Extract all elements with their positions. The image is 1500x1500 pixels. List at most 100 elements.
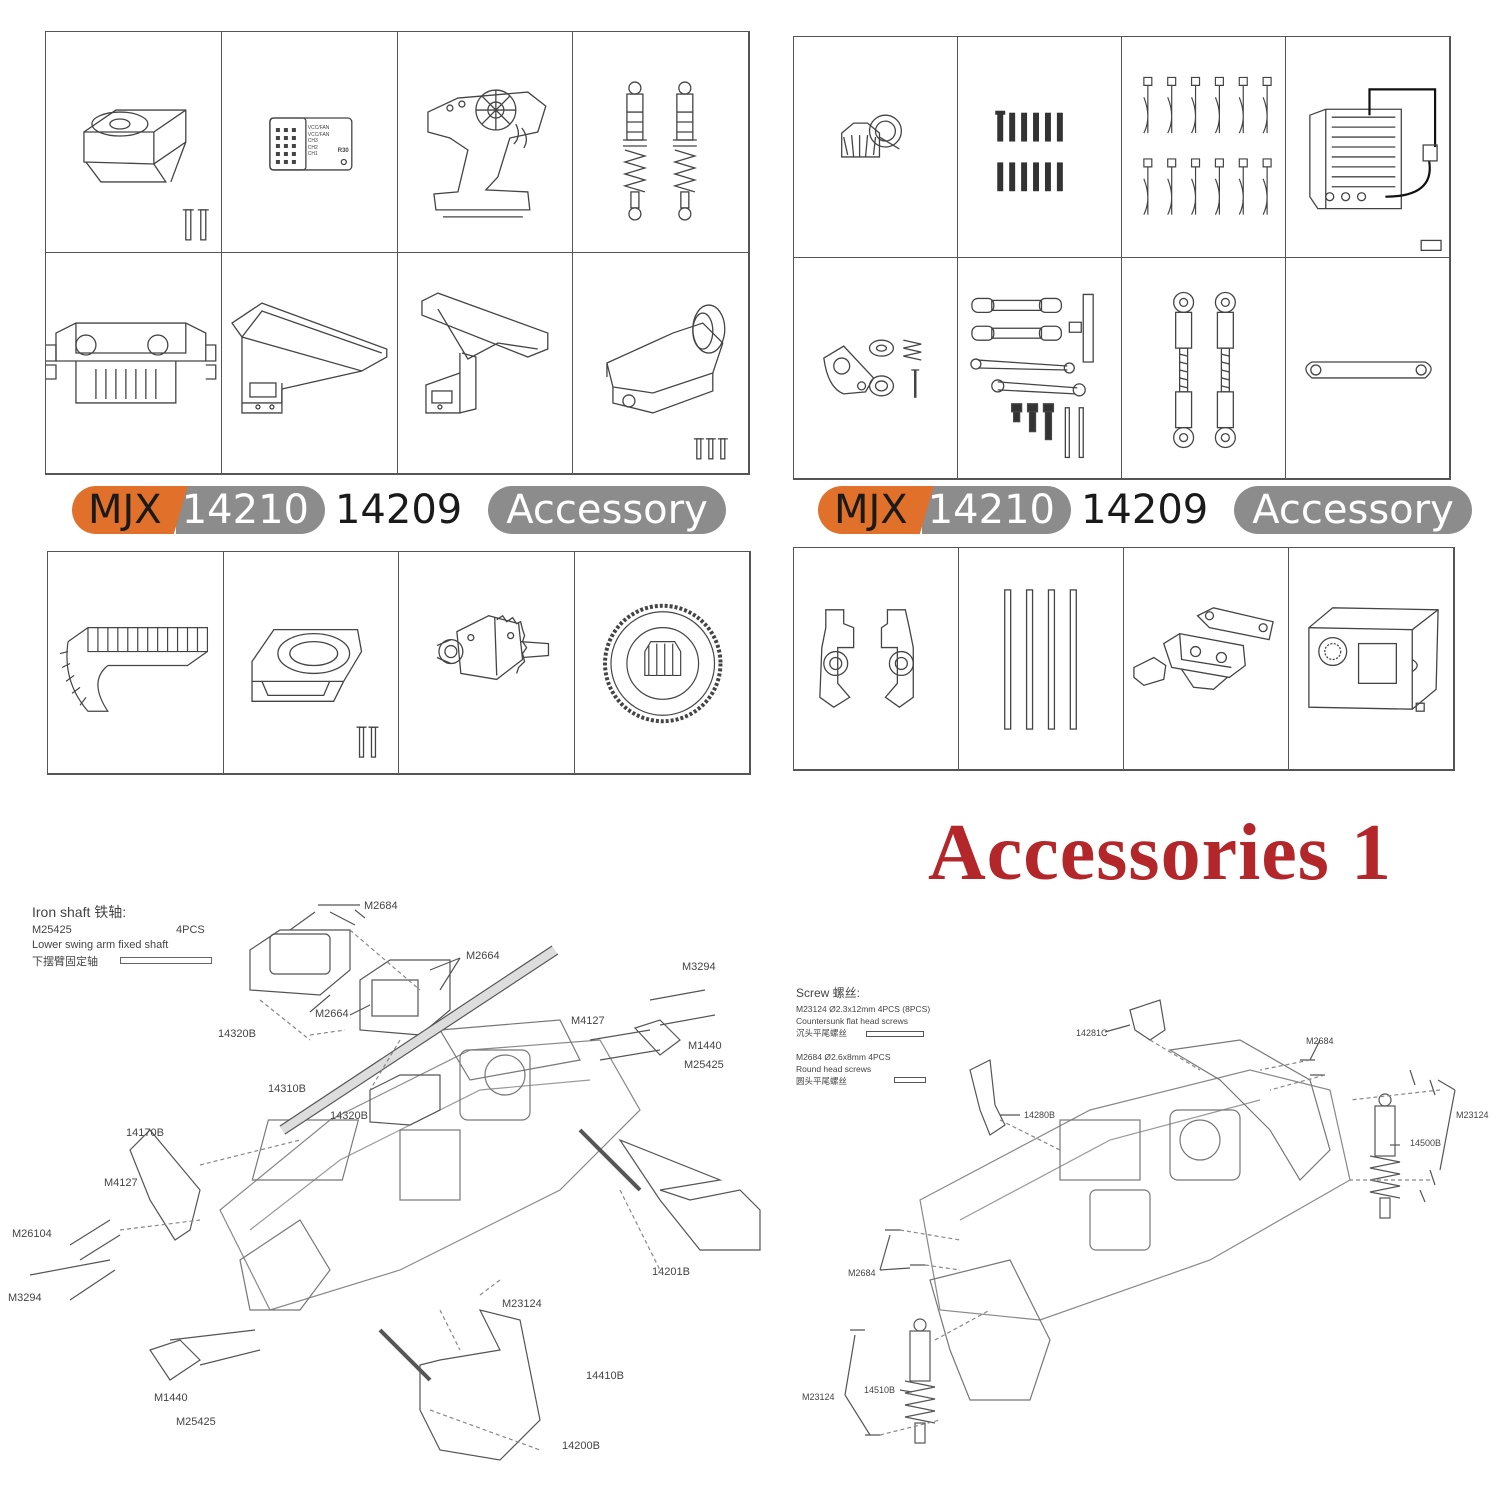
- iron-shaft-desc-cn: 下摆臂固定轴: [32, 956, 98, 968]
- chassis-rear-exploded-icon: [844, 999, 1456, 1444]
- screw-note-line2: Countersunk flat head screws: [796, 1016, 908, 1026]
- receiver-channel-labels: VCC/FAN VCC/FAN CH3 CH2 CH1: [307, 125, 330, 157]
- cell-wheelie-bar: [573, 253, 749, 474]
- spur-gear-icon: [602, 603, 722, 724]
- cell-fan-housing: [223, 552, 399, 774]
- rear-hub-carriers-icon: [819, 609, 914, 708]
- shock-absorbers-icon: [622, 81, 698, 221]
- servo-saver-icon: [823, 339, 922, 398]
- arm-mounts-icon: [1133, 607, 1274, 690]
- screw-note-line4: M2684 Ø2.6x8mm 4PCS: [796, 1052, 891, 1062]
- receiver-icon: [269, 117, 353, 171]
- part-label: M2684: [1306, 1036, 1334, 1046]
- part-label: M26104: [12, 1228, 52, 1240]
- parts-grid-middle-left: [47, 551, 751, 775]
- screw-note-line6: 圆头平尾螺丝: [796, 1076, 848, 1086]
- exploded-diagram-rear: Screw 螺丝: M23124 Ø2.3x12mm 4PCS (8PCS) C…: [790, 980, 1500, 1490]
- differential-icon: [436, 614, 550, 681]
- parts-grid-top-right: [793, 36, 1451, 480]
- steering-links-icon: [970, 293, 1094, 459]
- brand-name: MJX: [818, 486, 934, 534]
- wheelie-bar-icon: [606, 304, 729, 460]
- receiver-model-label: R30: [337, 148, 349, 154]
- part-label: M23124: [1456, 1110, 1489, 1120]
- cell-transmitter: [397, 32, 574, 253]
- part-label: 14410B: [586, 1370, 624, 1382]
- part-label: 14201B: [652, 1266, 690, 1278]
- cell-esc: [1286, 37, 1450, 258]
- front-body-mount-icon: [420, 292, 548, 414]
- motor-heatsink-icon: [59, 627, 209, 712]
- cell-screws: [958, 37, 1122, 258]
- exploded-diagram-front: Iron shaft 铁轴: M25425 4PCS Lower swing a…: [0, 890, 790, 1490]
- turnbuckles-icon: [1173, 291, 1236, 449]
- cell-motor-heatsink: [48, 552, 224, 774]
- part-label: M2664: [466, 950, 500, 962]
- model-secondary: 14209: [334, 487, 463, 533]
- cooling-fan-icon: [83, 109, 209, 241]
- part-label: M2684: [364, 900, 398, 912]
- part-label: 14281C: [1076, 1028, 1108, 1038]
- part-label: 14200B: [562, 1440, 600, 1452]
- part-label: M4127: [104, 1177, 138, 1189]
- accessory-pill: Accessory: [1234, 486, 1472, 534]
- screw-note-line5: Round head screws: [796, 1064, 872, 1074]
- cell-servo-saver: [794, 258, 958, 479]
- brand-pill: MJX 14210: [818, 486, 1071, 534]
- cell-shock-absorbers: [573, 32, 749, 253]
- part-label: 14500B: [1410, 1138, 1442, 1148]
- cell-shafts: [959, 548, 1124, 770]
- cell-arm-mounts: [1124, 548, 1289, 770]
- page-title: Accessories 1: [928, 809, 1392, 897]
- brand-pill: MJX 14210: [72, 486, 325, 534]
- iron-shaft-qty: 4PCS: [176, 924, 205, 936]
- accessory-pill: Accessory: [488, 486, 726, 534]
- parts-grid-top-left: VCC/FAN VCC/FAN CH3 CH2 CH1 R30: [45, 31, 750, 475]
- cell-body-clips: [1122, 37, 1286, 258]
- model-primary: 14210: [921, 486, 1071, 534]
- part-label: M3294: [8, 1292, 42, 1304]
- cell-drive-cup: [794, 37, 958, 258]
- countersunk-screw-drawing: [866, 1031, 924, 1037]
- cell-turnbuckles: [1122, 258, 1286, 479]
- shafts-icon: [1004, 589, 1077, 730]
- screw-note-line1: M23124 Ø2.3x12mm 4PCS (8PCS): [796, 1004, 931, 1014]
- banner-right: MJX 14210 14209 Accessory: [818, 486, 1472, 534]
- part-label: 14310B: [268, 1083, 306, 1095]
- front-bumper-icon: [46, 322, 217, 404]
- part-label: M4127: [571, 1015, 605, 1027]
- part-label: M25425: [176, 1416, 216, 1428]
- part-label: 14170B: [126, 1127, 164, 1139]
- part-label: M2664: [315, 1008, 349, 1020]
- brand-name: MJX: [72, 486, 188, 534]
- drive-cup-icon: [841, 114, 902, 158]
- screws-icon: [995, 110, 1063, 192]
- model-primary: 14210: [175, 486, 325, 534]
- part-label: M25425: [684, 1059, 724, 1071]
- cell-front-bumper: [46, 253, 222, 474]
- part-label: 14280B: [1024, 1110, 1056, 1120]
- cell-spur-gear: [574, 552, 750, 774]
- screw-note-title: Screw 螺丝:: [796, 986, 861, 1000]
- parts-grid-middle-right: [793, 547, 1455, 771]
- part-label: 14510B: [864, 1385, 896, 1395]
- servo-icon: [1308, 607, 1439, 712]
- banner-left: MJX 14210 14209 Accessory: [72, 486, 726, 534]
- part-label: M1440: [688, 1040, 722, 1052]
- cell-front-body-mount: [397, 253, 574, 474]
- round-head-screw-drawing: [894, 1077, 926, 1083]
- part-label: M3294: [682, 961, 716, 973]
- cell-servo: [1289, 548, 1454, 770]
- iron-shaft-desc-en: Lower swing arm fixed shaft: [32, 939, 169, 951]
- esc-icon: [1309, 88, 1442, 252]
- model-secondary: 14209: [1080, 487, 1209, 533]
- part-label: M1440: [154, 1392, 188, 1404]
- iron-shaft-part: M25425: [32, 924, 72, 936]
- screw-note-line3: 沉头平尾螺丝: [796, 1028, 848, 1038]
- cell-rear-body-mount: [221, 253, 398, 474]
- cell-cooling-fan: [46, 32, 222, 253]
- cell-rear-hub-carriers: [794, 548, 959, 770]
- fan-housing-icon: [250, 629, 378, 758]
- link-plate-icon: [1305, 361, 1432, 379]
- cell-steering-links: [958, 258, 1122, 479]
